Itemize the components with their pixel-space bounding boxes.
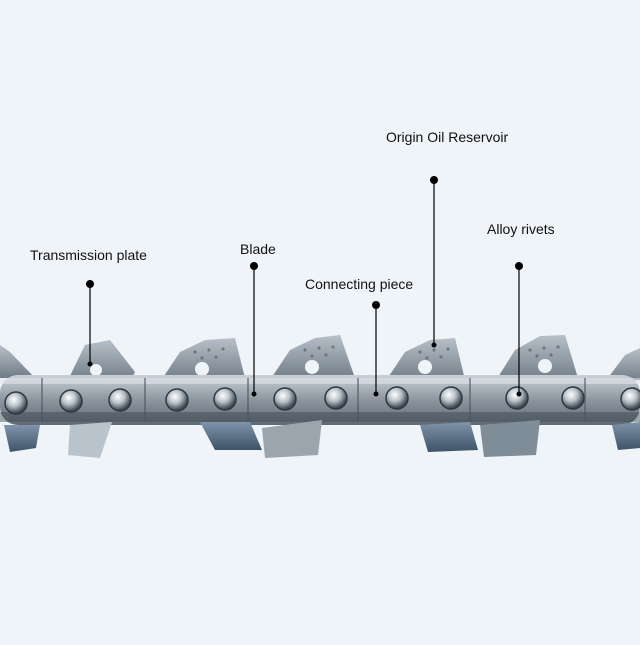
upper-teeth: [0, 335, 640, 382]
tooth-7: [605, 348, 640, 382]
blade-4: [262, 420, 322, 458]
rivet: [213, 387, 237, 411]
rivet: [620, 387, 640, 411]
pointer-alloy-rivets: [515, 262, 523, 397]
callout-pointers: [86, 176, 523, 397]
pointer-blade: [250, 262, 258, 397]
rivet: [4, 391, 28, 415]
rivet: [385, 386, 409, 410]
reservoir-hole-1: [90, 364, 102, 376]
blade-2: [68, 422, 112, 458]
blade-6: [480, 420, 540, 457]
blade-5: [420, 422, 478, 452]
chain-body: [0, 375, 640, 425]
label-connecting-piece: Connecting piece: [305, 276, 414, 292]
alloy-rivets: [4, 386, 640, 415]
pointer-connecting-piece: [372, 301, 380, 397]
oil-reservoir-dots: [193, 345, 560, 360]
rivet: [561, 386, 585, 410]
blade-7: [612, 422, 640, 450]
pointer-transmission-plate: [86, 280, 94, 367]
blades: [4, 420, 640, 458]
rivet: [505, 386, 529, 410]
tooth-2: [68, 340, 135, 382]
label-transmission-plate: Transmission plate: [30, 247, 147, 263]
reservoir-hole-5: [538, 359, 552, 373]
rivet: [59, 389, 83, 413]
label-origin-oil-reservoir: Origin Oil Reservoir: [386, 129, 509, 145]
rivet: [165, 388, 189, 412]
blade-3: [200, 422, 262, 450]
label-alloy-rivets: Alloy rivets: [487, 221, 555, 237]
tooth-1: [0, 345, 35, 378]
rivet: [273, 387, 297, 411]
rivet: [439, 386, 463, 410]
rivet: [108, 388, 132, 412]
rivet: [324, 386, 348, 410]
reservoir-hole-4: [418, 360, 432, 374]
pointer-origin-oil-reservoir: [430, 176, 438, 348]
tooth-6: [495, 335, 578, 382]
label-blade: Blade: [240, 241, 276, 257]
blade-1: [4, 425, 40, 452]
reservoir-hole-3: [305, 360, 319, 374]
reservoir-hole-2: [195, 362, 209, 376]
